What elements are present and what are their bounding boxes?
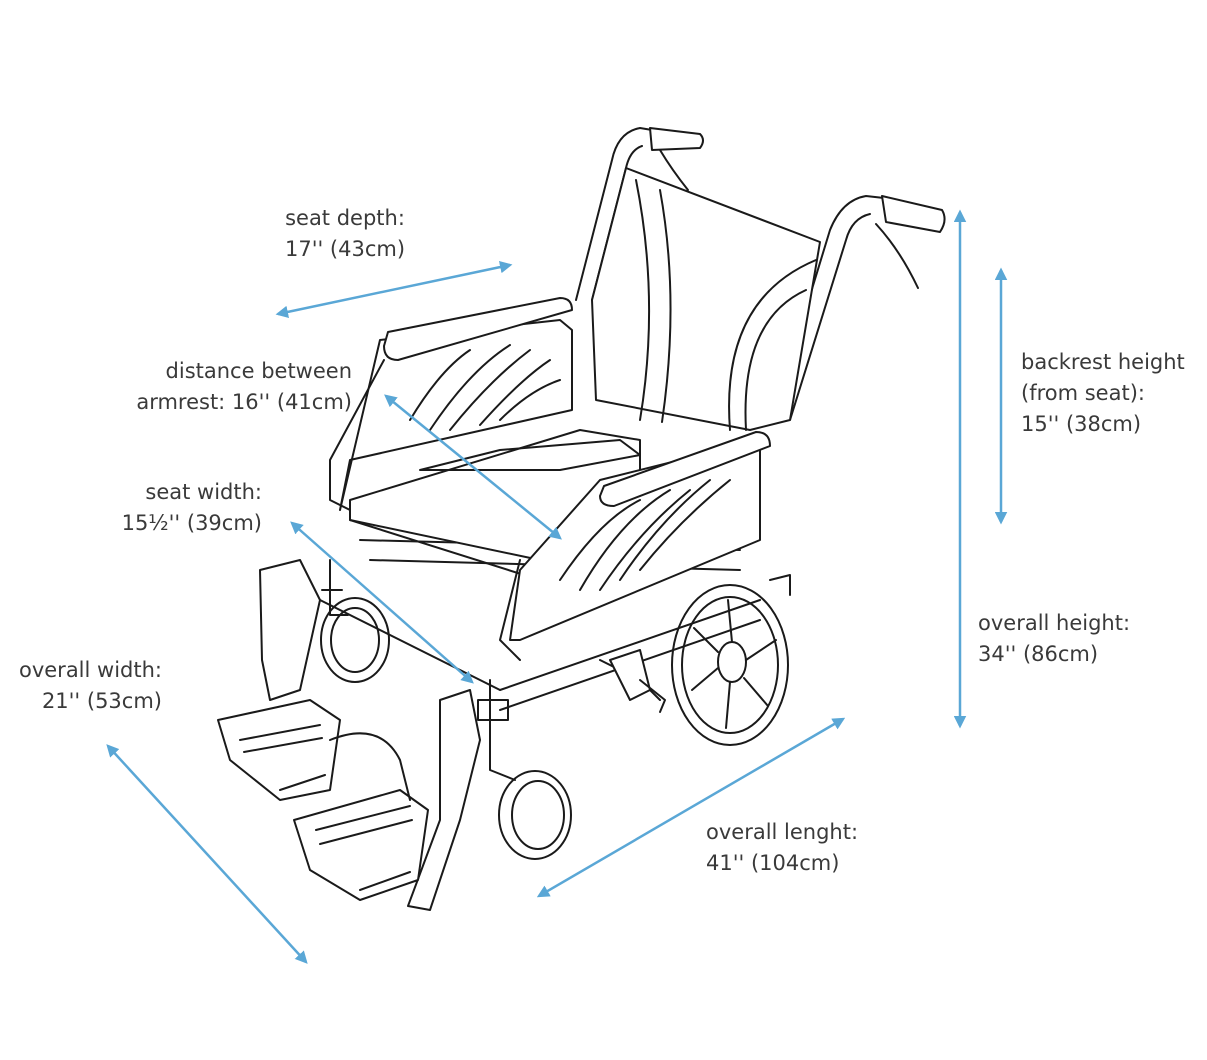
label-backrest-height-title: backrest height: [1021, 350, 1185, 374]
backrest-fabric: [591, 167, 821, 431]
label-seat-depth: seat depth: 17'' (43cm): [262, 203, 428, 265]
label-armrest-distance: distance between armrest: 16'' (41cm): [118, 356, 352, 418]
label-overall-width-value: 21'' (53cm): [41, 689, 162, 713]
label-overall-height-title: overall height:: [978, 611, 1131, 635]
label-overall-width-title: overall width:: [18, 658, 162, 682]
label-seat-depth-title: seat depth:: [285, 206, 405, 230]
label-backrest-height-sub: (from seat):: [1021, 381, 1145, 405]
arrow-seat-width: [290, 521, 474, 684]
label-seat-width-value: 15½'' (39cm): [121, 511, 262, 535]
label-overall-length-value: 41'' (104cm): [706, 851, 840, 875]
brake-assembly: [609, 574, 791, 713]
arrow-armrest-distance: [384, 394, 562, 540]
label-backrest-height-value: 15'' (38cm): [1021, 412, 1142, 436]
label-armrest-distance-value: armrest: 16'' (41cm): [136, 390, 352, 414]
right-side-panel: [499, 431, 771, 661]
label-overall-height-value: 34'' (86cm): [978, 642, 1099, 666]
arrow-overall-length: [536, 717, 846, 898]
label-backrest-height: backrest height (from seat): 15'' (38cm): [1021, 347, 1203, 440]
footrest-left: [217, 559, 341, 801]
front-caster-wheel: [477, 679, 572, 860]
arrow-overall-width: [106, 744, 308, 964]
label-armrest-distance-title: distance between: [165, 359, 352, 383]
rear-wheel: [671, 584, 789, 746]
label-overall-length-title: overall lenght:: [706, 820, 859, 844]
dimension-arrows: [106, 209, 1008, 964]
label-overall-length: overall lenght: 41'' (104cm): [706, 817, 886, 879]
footrest-right: [293, 689, 481, 911]
backrest-right-post: [771, 195, 946, 421]
label-overall-width: overall width: 21'' (53cm): [2, 655, 162, 717]
backrest-left-post: [575, 127, 704, 301]
arrow-seat-depth: [275, 260, 513, 319]
label-seat-width-title: seat width:: [145, 480, 262, 504]
label-seat-width: seat width: 15½'' (39cm): [118, 477, 262, 539]
label-seat-depth-value: 17'' (43cm): [284, 237, 406, 261]
label-overall-height: overall height: 34'' (86cm): [978, 608, 1148, 670]
